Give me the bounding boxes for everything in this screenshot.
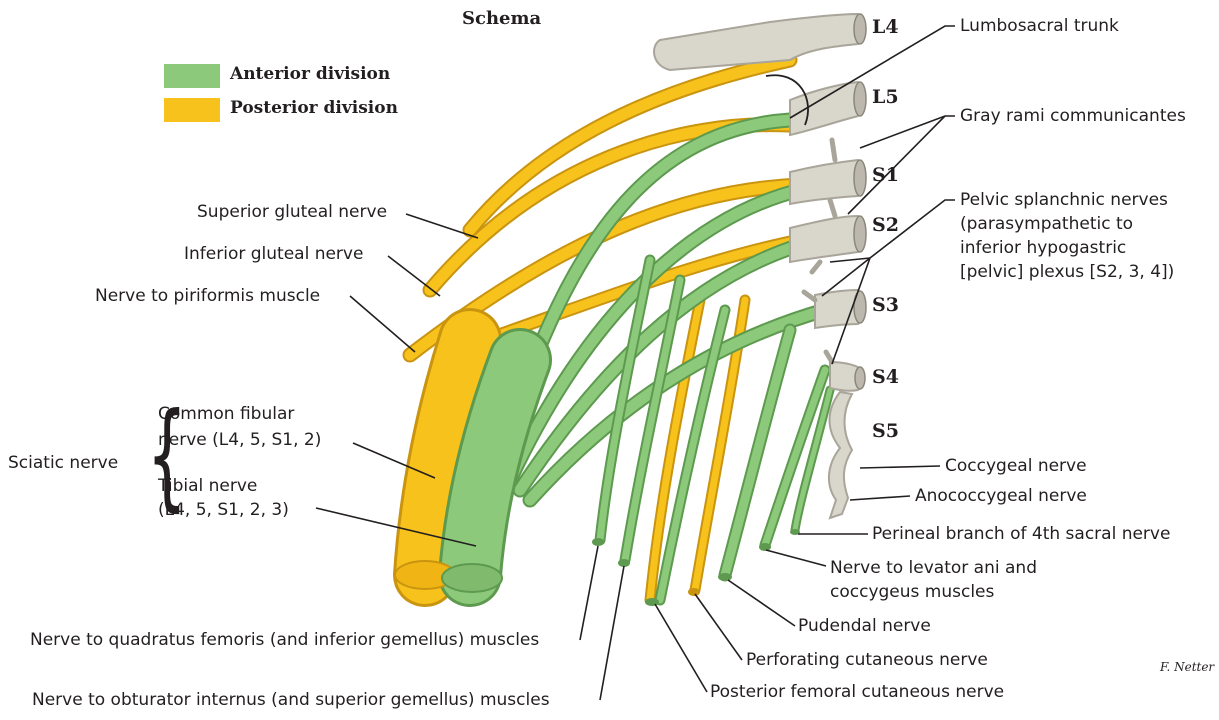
- label-posterior-femoral-cutaneous: Posterior femoral cutaneous nerve: [710, 682, 1004, 702]
- label-levator-ani-line2: coccygeus muscles: [830, 582, 994, 602]
- label-pudendal-nerve: Pudendal nerve: [798, 616, 931, 636]
- root-label-l5: L5: [872, 86, 899, 108]
- label-gray-rami: Gray rami communicantes: [960, 106, 1186, 126]
- coccygeal-chain: [829, 392, 852, 518]
- branch-end-1: [592, 538, 604, 546]
- legend-label-posterior: Posterior division: [230, 98, 398, 118]
- branch-end-5: [718, 573, 732, 581]
- label-pelvic-splanchnic-line1: Pelvic splanchnic nerves: [960, 190, 1168, 210]
- root-label-l4: L4: [872, 16, 899, 38]
- label-inferior-gluteal: Inferior gluteal nerve: [184, 244, 363, 264]
- diagram-title: Schema: [462, 8, 541, 29]
- label-sciatic-nerve: Sciatic nerve: [8, 453, 118, 473]
- root-l4-shape: [654, 14, 864, 70]
- label-nerve-piriformis: Nerve to piriformis muscle: [95, 286, 320, 306]
- label-perforating-cutaneous: Perforating cutaneous nerve: [746, 650, 988, 670]
- label-coccygeal-nerve: Coccygeal nerve: [945, 456, 1087, 476]
- root-s2-shape: [790, 216, 864, 262]
- tibial-cut-end: [442, 564, 502, 592]
- label-tibial-line1: Tibial nerve: [158, 476, 257, 496]
- label-lumbosacral-trunk: Lumbosacral trunk: [960, 16, 1119, 36]
- label-common-fibular-line1: Common fibular: [158, 404, 294, 424]
- label-perineal-branch: Perineal branch of 4th sacral nerve: [872, 524, 1170, 544]
- root-label-s5: S5: [872, 420, 899, 442]
- root-label-s1: S1: [872, 164, 899, 186]
- label-superior-gluteal: Superior gluteal nerve: [197, 202, 387, 222]
- label-tibial-line2: (L4, 5, S1, 2, 3): [158, 500, 289, 520]
- root-label-s4: S4: [872, 366, 899, 388]
- artist-signature: F. Netter: [1160, 660, 1214, 674]
- legend-label-anterior: Anterior division: [230, 64, 390, 84]
- root-s1-shape: [790, 160, 864, 204]
- label-quadratus-femoris: Nerve to quadratus femoris (and inferior…: [30, 630, 539, 650]
- label-common-fibular-line2: nerve (L4, 5, S1, 2): [158, 430, 321, 450]
- legend-swatch-anterior: [164, 64, 220, 88]
- branch-end-4: [688, 588, 700, 596]
- legend-swatch-posterior: [164, 98, 220, 122]
- root-label-s3: S3: [872, 294, 899, 316]
- label-levator-ani-line1: Nerve to levator ani and: [830, 558, 1037, 578]
- branch-end-3: [645, 598, 659, 606]
- anterior-division-nerves: [470, 120, 830, 600]
- label-anococcygeal-nerve: Anococcygeal nerve: [915, 486, 1087, 506]
- label-pelvic-splanchnic-line3: inferior hypogastric: [960, 238, 1126, 258]
- branch-end-6: [759, 543, 771, 551]
- label-pelvic-splanchnic-line2: (parasympathetic to: [960, 214, 1133, 234]
- root-label-s2: S2: [872, 214, 899, 236]
- branch-end-2: [618, 559, 630, 567]
- root-l5-shape: [790, 82, 864, 135]
- label-obturator-internus: Nerve to obturator internus (and superio…: [32, 690, 550, 710]
- label-pelvic-splanchnic-line4: [pelvic] plexus [S2, 3, 4]): [960, 262, 1174, 282]
